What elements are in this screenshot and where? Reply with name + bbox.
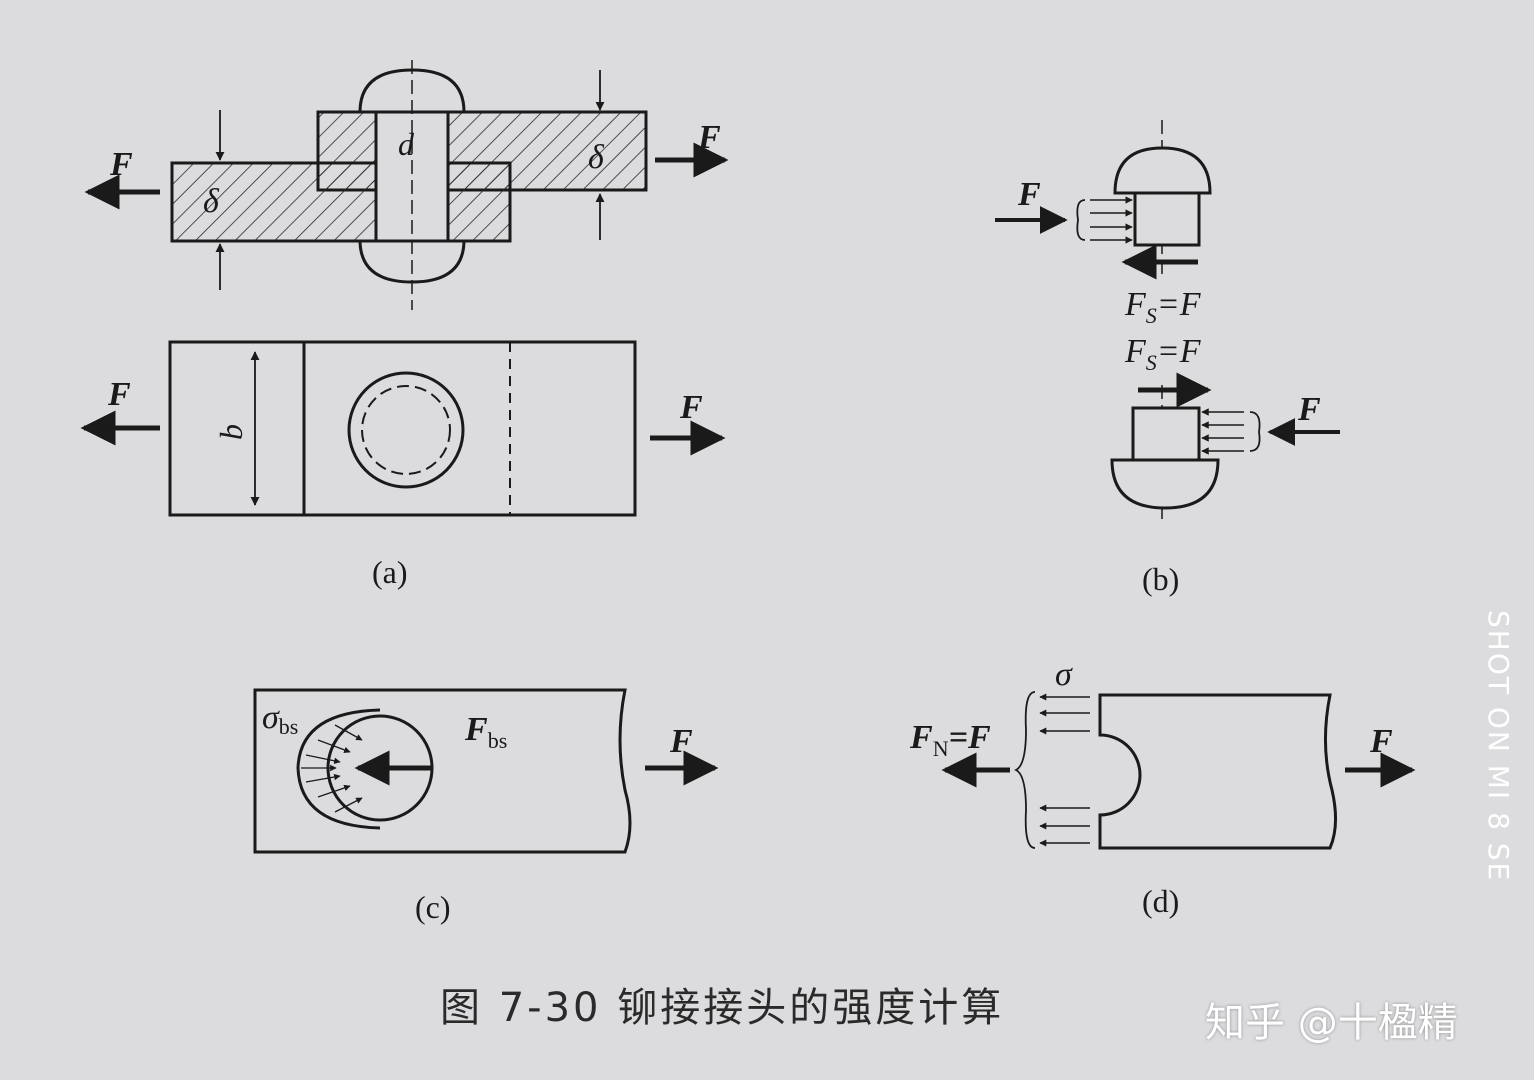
force-label: F (1297, 391, 1321, 428)
plate-segment (253, 688, 632, 854)
rivet-shank-bottom (1131, 406, 1201, 462)
rivet-shank-top (1133, 191, 1201, 247)
force-label: F (107, 376, 131, 413)
bearing-stress-label: σbs (262, 699, 298, 739)
panel-a-labels: F F δ δ d F F b (a) (107, 119, 721, 590)
rivet-head-top (1113, 146, 1212, 195)
force-label: F (679, 389, 703, 426)
figure-caption: 图 7-30 铆接接头的强度计算 (440, 985, 1005, 1031)
stress-label: σ (1055, 656, 1073, 693)
rivet-head-bottom (1110, 458, 1220, 510)
camera-stamp: SHOT ON MI 8 SE (1482, 610, 1515, 883)
shear-force-label: FS=F (1124, 333, 1202, 375)
bearing-stress-envelope (296, 708, 381, 830)
panel-label: (c) (415, 889, 451, 925)
plate-half (1098, 693, 1337, 850)
diameter-label: d (398, 126, 415, 162)
rivet-hole (347, 371, 465, 489)
panel-d (941, 691, 1416, 850)
bearing-force-label: Fbs (464, 711, 507, 753)
shear-force-label: FS=F (1124, 286, 1202, 328)
panel-b (995, 120, 1340, 525)
panel-label: (b) (1142, 561, 1179, 597)
axial-force-label: FN=F (909, 719, 991, 761)
thickness-label: δ (588, 139, 605, 176)
force-label: F (697, 119, 721, 156)
panel-label: (d) (1142, 883, 1179, 919)
panel-c (253, 688, 719, 854)
lower-plate (170, 161, 512, 243)
force-label: F (1369, 723, 1393, 760)
panel-d-labels: σ FN=F F (d) (909, 656, 1393, 919)
width-label: b (213, 424, 249, 440)
panel-label: (a) (372, 554, 408, 590)
thickness-label: δ (203, 183, 220, 220)
force-label: F (669, 723, 693, 760)
panel-b-labels: F FS=F FS=F F (b) (1017, 176, 1321, 597)
watermark-text: 知乎 @十楹精 (1205, 1000, 1458, 1046)
panel-a (80, 60, 729, 517)
force-label: F (1017, 176, 1041, 213)
force-label: F (109, 146, 133, 183)
panel-c-labels: σbs Fbs F (c) (262, 699, 693, 925)
